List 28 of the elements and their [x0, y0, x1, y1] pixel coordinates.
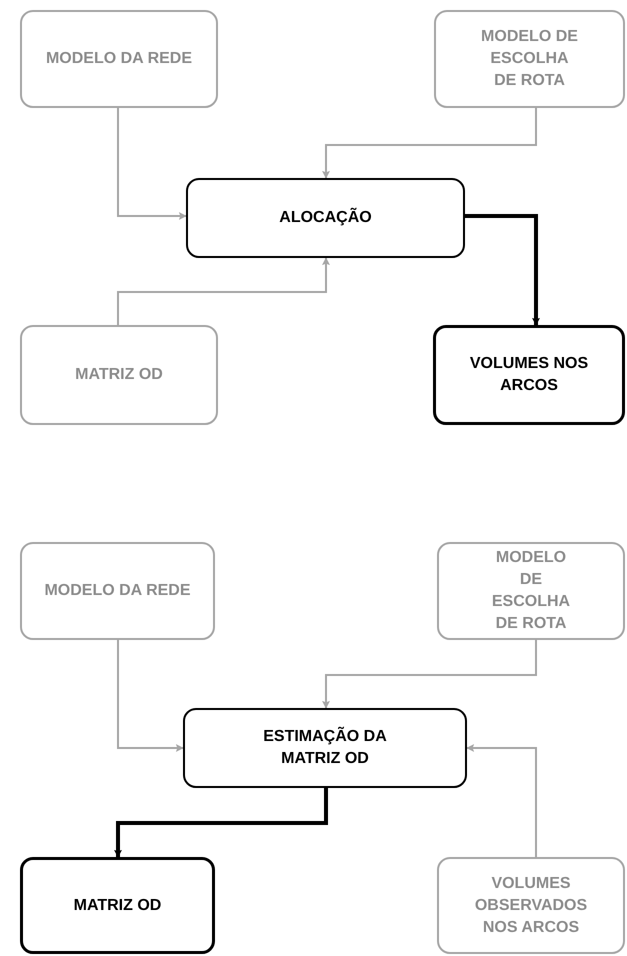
process-box	[433, 325, 625, 425]
process-box	[437, 857, 625, 954]
box-label: MODELO DA REDE	[44, 581, 191, 601]
process-box	[437, 542, 625, 640]
process-box	[186, 178, 465, 258]
box-label: VOLUMES NOS ARCOS	[468, 354, 590, 396]
box-label: VOLUMES OBSERVADOS NOS ARCOS	[474, 874, 588, 938]
box-label: MODELO DE ESCOLHA DE ROTA	[490, 548, 572, 634]
process-box	[20, 542, 215, 640]
box-label: MATRIZ OD	[75, 365, 163, 385]
box-label: MATRIZ OD	[74, 896, 162, 916]
arrow	[466, 744, 537, 857]
arrow	[117, 108, 187, 220]
process-box	[20, 857, 215, 954]
process-box	[434, 10, 625, 108]
arrow	[465, 214, 540, 326]
process-box	[183, 708, 467, 788]
box-label: ALOCAÇÃO	[279, 207, 372, 228]
process-box	[20, 10, 218, 108]
arrow	[117, 640, 184, 752]
arrow	[114, 788, 328, 858]
arrow	[117, 257, 330, 325]
arrow	[322, 640, 537, 709]
box-label: ESTIMAÇÃO DA MATRIZ OD	[262, 726, 388, 769]
box-label: MODELO DA REDE	[46, 49, 192, 69]
arrow	[322, 108, 537, 179]
box-label: MODELO DE ESCOLHA DE ROTA	[481, 27, 578, 91]
process-box	[20, 325, 218, 425]
